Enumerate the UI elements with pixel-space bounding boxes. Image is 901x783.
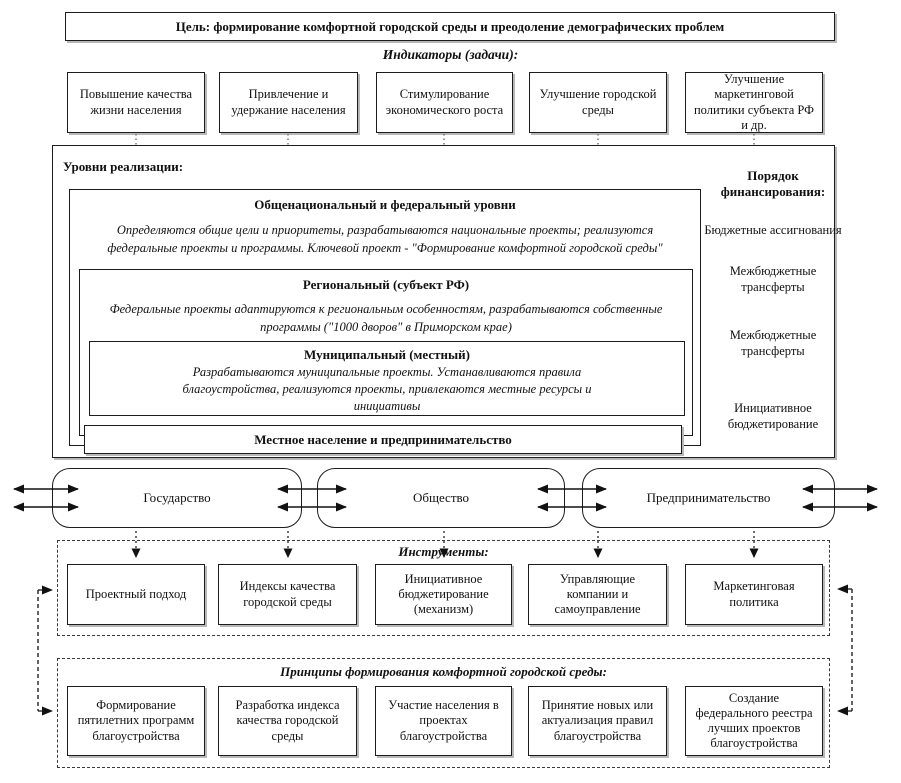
levels-container: Уровни реализации: Порядок финансировани… bbox=[52, 145, 842, 458]
financing-item: Межбюджетные трансферты bbox=[729, 264, 817, 294]
levels-label: Уровни реализации: bbox=[63, 159, 184, 174]
level-national-title: Общенациональный и федеральный уровни bbox=[254, 197, 516, 212]
instrument-box: Индексы качества городской среды bbox=[218, 564, 357, 625]
principle-box: Разработка индекса качества городской ср… bbox=[218, 686, 357, 756]
actor-state-box: Государство bbox=[52, 468, 302, 528]
goal-box: Цель: формирование комфортной городской … bbox=[65, 12, 835, 41]
right-feedback-bracket-icon bbox=[837, 584, 853, 716]
level-regional-desc: Федеральные проекты адаптируются к регио… bbox=[109, 302, 663, 335]
population-text: Местное население и предпринимательство bbox=[254, 431, 512, 447]
instruments-label: Инструменты: bbox=[398, 544, 489, 559]
instrument-box: Проектный подход bbox=[67, 564, 205, 625]
indicator-box: Повышение качества жизни населения bbox=[67, 72, 205, 133]
principles-label: Принципы формирования комфортной городск… bbox=[280, 664, 607, 679]
level-regional-title: Региональный (субъект РФ) bbox=[302, 277, 470, 292]
left-feedback-bracket-icon bbox=[37, 585, 53, 716]
level-municipal-box: Муниципальный (местный) Разрабатываются … bbox=[89, 341, 685, 416]
instrument-box: Инициативное бюджетирование (механизм) bbox=[375, 564, 512, 625]
actor-society-box: Общество bbox=[317, 468, 565, 528]
instrument-box: Управляющие компании и самоуправление bbox=[528, 564, 667, 625]
actor-business-box: Предпринимательство bbox=[582, 468, 835, 528]
principle-box: Формирование пятилетних программ благоус… bbox=[67, 686, 205, 756]
financing-item: Инициативное бюджетирование bbox=[727, 401, 819, 431]
principle-box: Принятие новых или актуализация правил б… bbox=[528, 686, 667, 756]
principles-container: Принципы формирования комфортной городск… bbox=[57, 658, 830, 768]
goal-text: Цель: формирование комфортной городской … bbox=[175, 18, 725, 34]
indicator-box: Привлечение и удержание населения bbox=[219, 72, 358, 133]
level-municipal-desc: Разрабатываются муниципальные проекты. У… bbox=[182, 365, 592, 413]
principle-box: Создание федерального реестра лучших про… bbox=[685, 686, 823, 756]
indicator-connector-dotted-lines bbox=[135, 134, 755, 145]
indicators-label: Индикаторы (задачи): bbox=[382, 47, 519, 62]
level-municipal-title: Муниципальный (местный) bbox=[304, 347, 470, 362]
instrument-box: Маркетинговая политика bbox=[685, 564, 823, 625]
financing-item: Бюджетные ассигнования bbox=[704, 223, 842, 237]
indicator-box: Улучшение городской среды bbox=[529, 72, 667, 133]
level-national-desc: Определяются общие цели и приоритеты, ра… bbox=[107, 223, 663, 256]
population-box: Местное население и предпринимательство bbox=[84, 425, 682, 454]
principle-box: Участие населения в проектах благоустрой… bbox=[375, 686, 512, 756]
financing-item: Межбюджетные трансферты bbox=[729, 328, 817, 358]
indicator-box: Стимулирование экономического роста bbox=[376, 72, 513, 133]
indicator-box: Улучшение маркетинговой политики субъект… bbox=[685, 72, 823, 133]
financing-label: Порядок финансирования: bbox=[720, 168, 826, 200]
